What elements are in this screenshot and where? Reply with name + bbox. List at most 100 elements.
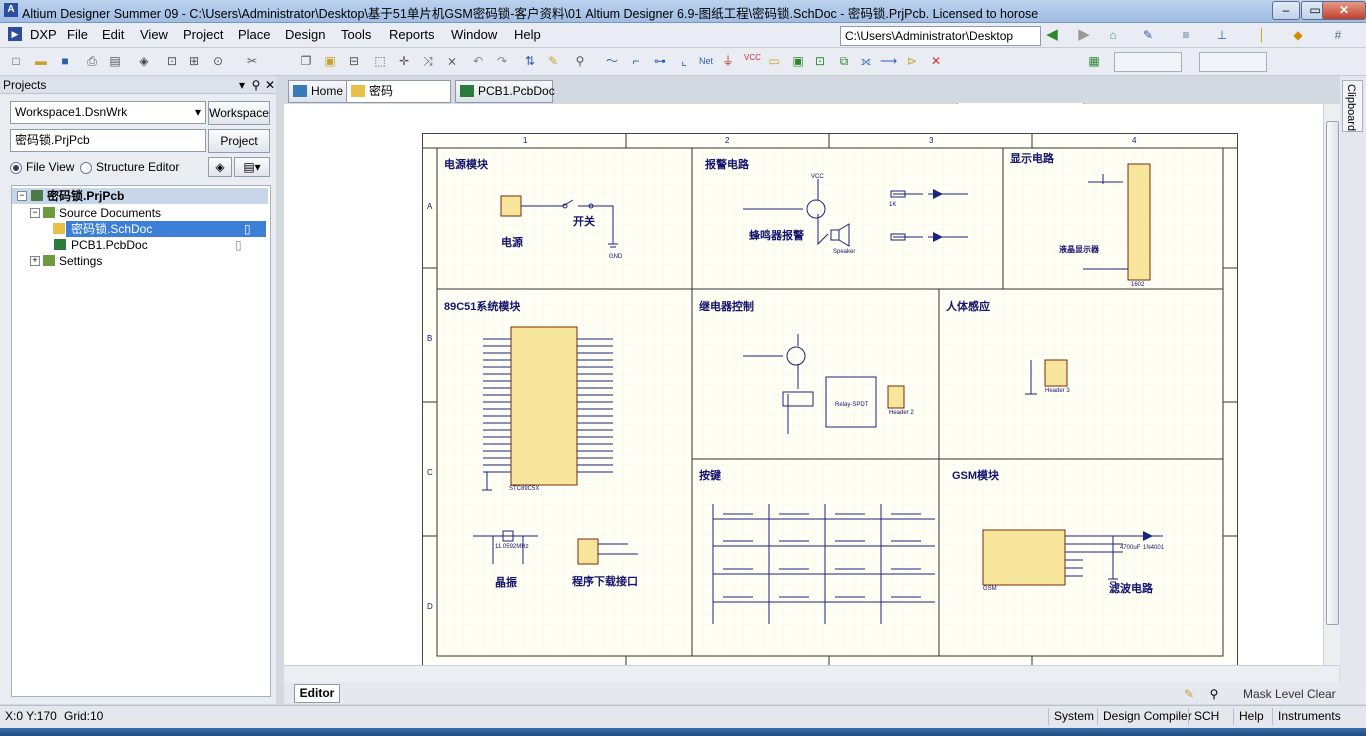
vertical-scroll-thumb[interactable] xyxy=(1326,121,1339,625)
doc-options-button[interactable]: ▤▾ xyxy=(234,157,270,177)
menu-view[interactable]: View xyxy=(140,27,168,42)
move-icon[interactable]: ✛ xyxy=(398,54,410,68)
status-system-button[interactable]: System xyxy=(1048,708,1094,725)
tree-settings-row[interactable]: + Settings xyxy=(12,253,268,269)
project-button[interactable]: Project xyxy=(208,129,270,153)
tree-project-row[interactable]: − 密码锁.PrjPcb xyxy=(12,188,268,204)
expand-icon[interactable]: + xyxy=(30,256,40,266)
bus-icon[interactable]: ⌐ xyxy=(632,54,640,68)
tree-source-docs-row[interactable]: − Source Documents xyxy=(12,205,268,221)
panel-close-icon[interactable]: ✕ xyxy=(264,78,276,92)
status-design-compiler-button[interactable]: Design Compiler xyxy=(1097,708,1192,725)
clear-filter-icon[interactable]: ⨯ xyxy=(446,54,458,68)
panel-menu-icon[interactable]: ▾ xyxy=(238,78,246,92)
status-sch-button[interactable]: SCH xyxy=(1188,708,1219,725)
hierarchy-icon[interactable]: ⇅ xyxy=(524,54,536,68)
brush-icon[interactable]: ✎ xyxy=(1183,687,1195,701)
harness-connector-icon[interactable]: ⟗ xyxy=(860,54,872,68)
mask-level-button[interactable]: Mask Level xyxy=(1243,687,1304,701)
find-component-icon[interactable]: ⚲ xyxy=(575,54,585,68)
menu-design[interactable]: Design xyxy=(285,27,326,42)
sheet-entry-icon[interactable]: ⊡ xyxy=(814,54,826,68)
tab-home[interactable]: Home xyxy=(288,80,357,103)
paste-icon[interactable]: ▣ xyxy=(324,54,336,68)
wire-place-icon[interactable]: 〜 xyxy=(605,54,618,68)
wire-icon[interactable]: │ xyxy=(1258,28,1266,42)
menu-file[interactable]: File xyxy=(67,27,88,42)
bus-entry-icon[interactable]: ⌞ xyxy=(681,54,687,68)
layers-button[interactable]: ◈ xyxy=(208,157,232,177)
tree-schdoc-row[interactable]: 密码锁.SchDoc ▯ xyxy=(53,221,266,237)
print-icon[interactable]: ⎙ xyxy=(87,54,97,68)
blank-combo-2[interactable] xyxy=(1199,52,1267,72)
net-label-icon[interactable]: Net xyxy=(698,56,713,66)
menu-place[interactable]: Place xyxy=(238,27,271,42)
diamond-icon[interactable]: ◆ xyxy=(1293,28,1303,42)
power-port-icon[interactable]: ⊥ xyxy=(1216,28,1228,42)
sheet-symbol-icon[interactable]: ▣ xyxy=(792,54,804,68)
menu-help[interactable]: Help xyxy=(514,27,541,42)
menu-reports[interactable]: Reports xyxy=(389,27,435,42)
signal-harness-icon[interactable]: ⊶ xyxy=(654,54,666,68)
layers-icon[interactable]: ◈ xyxy=(139,54,149,68)
deselect-icon[interactable]: ⤨ xyxy=(423,54,433,68)
project-field[interactable]: 密码锁.PrjPcb xyxy=(10,129,206,152)
workspace-button[interactable]: Workspace xyxy=(208,101,270,125)
forward-icon[interactable]: ▶ xyxy=(1078,26,1090,43)
zoom-selected-icon[interactable]: ⊙ xyxy=(212,54,224,68)
new-icon[interactable]: □ xyxy=(12,54,20,68)
print-preview-icon[interactable]: ▤ xyxy=(109,54,121,68)
align-icon[interactable]: ≡ xyxy=(1182,28,1190,42)
filter-icon[interactable]: ⚲ xyxy=(1209,687,1219,701)
menu-window[interactable]: Window xyxy=(451,27,498,42)
clipboard-tab[interactable]: Clipboard xyxy=(1342,80,1363,132)
path-input[interactable]: C:\Users\Administrator\Desktop xyxy=(840,26,1041,46)
zoom-area-icon[interactable]: ⊞ xyxy=(188,54,200,68)
undo-icon[interactable]: ↶ xyxy=(472,54,484,68)
device-sheet-icon[interactable]: ⧉ xyxy=(839,54,849,68)
horizontal-scrollbar[interactable] xyxy=(284,665,1339,682)
copy-icon[interactable]: ❐ xyxy=(300,54,312,68)
variant-manager-icon[interactable]: ▦ xyxy=(1088,54,1100,68)
rubber-stamp-icon[interactable]: ⊟ xyxy=(348,54,360,68)
port-icon[interactable]: ⊳ xyxy=(906,54,918,68)
workspace-combo[interactable]: Workspace1.DsnWrk ▾ xyxy=(10,101,206,124)
cut-icon[interactable]: ✂ xyxy=(246,54,258,68)
schematic-sheet[interactable]: 1 2 3 4 A B C D 电源模块 报警电路 显示电路 89C51系统模块… xyxy=(422,133,1238,668)
browse-icon[interactable]: ✎ xyxy=(547,54,559,68)
save-icon[interactable]: ■ xyxy=(61,54,69,68)
select-area-icon[interactable]: ⬚ xyxy=(374,54,386,68)
redo-icon[interactable]: ↷ xyxy=(496,54,508,68)
menu-dxp[interactable]: DXP xyxy=(30,27,57,42)
menu-edit[interactable]: Edit xyxy=(102,27,125,42)
tree-pcbdoc-row[interactable]: PCB1.PcbDoc ▯ xyxy=(12,237,268,253)
structure-editor-radio[interactable] xyxy=(80,162,92,174)
home-nav-icon[interactable]: ⌂ xyxy=(1109,28,1117,42)
collapse-icon[interactable]: − xyxy=(17,191,27,201)
blank-combo-1[interactable] xyxy=(1114,52,1182,72)
file-view-radio[interactable] xyxy=(10,162,22,174)
grid-icon[interactable]: # xyxy=(1334,28,1342,42)
vcc-port-icon[interactable]: VCC xyxy=(744,53,761,62)
no-erc-icon[interactable]: ✕ xyxy=(930,54,942,68)
zoom-fit-icon[interactable]: ⊡ xyxy=(166,54,178,68)
menu-project[interactable]: Project xyxy=(183,27,224,42)
status-instruments-button[interactable]: Instruments xyxy=(1272,708,1341,725)
status-help-button[interactable]: Help xyxy=(1233,708,1264,725)
part-icon[interactable]: ▭ xyxy=(768,54,780,68)
close-button[interactable]: ✕ xyxy=(1322,1,1366,20)
collapse-icon[interactable]: − xyxy=(30,208,40,218)
edit-icon[interactable]: ✎ xyxy=(1142,28,1154,42)
vertical-scrollbar[interactable] xyxy=(1323,104,1340,665)
harness-entry-icon[interactable]: ⟶ xyxy=(880,54,898,68)
open-icon[interactable]: ▬ xyxy=(35,54,47,68)
minimize-button[interactable]: – xyxy=(1272,1,1300,20)
pin-icon[interactable]: ⚲ xyxy=(251,78,261,92)
tab-schdoc[interactable]: 密码锁.SchDoc xyxy=(346,80,451,119)
gnd-port-icon[interactable]: ⏚ xyxy=(721,54,734,68)
menu-tools[interactable]: Tools xyxy=(341,27,372,42)
back-icon[interactable]: ◀ xyxy=(1046,26,1058,43)
editor-tab[interactable]: Editor xyxy=(294,684,340,703)
tab-pcbdoc[interactable]: PCB1.PcbDoc xyxy=(455,80,555,103)
clear-button[interactable]: Clear xyxy=(1307,687,1336,701)
